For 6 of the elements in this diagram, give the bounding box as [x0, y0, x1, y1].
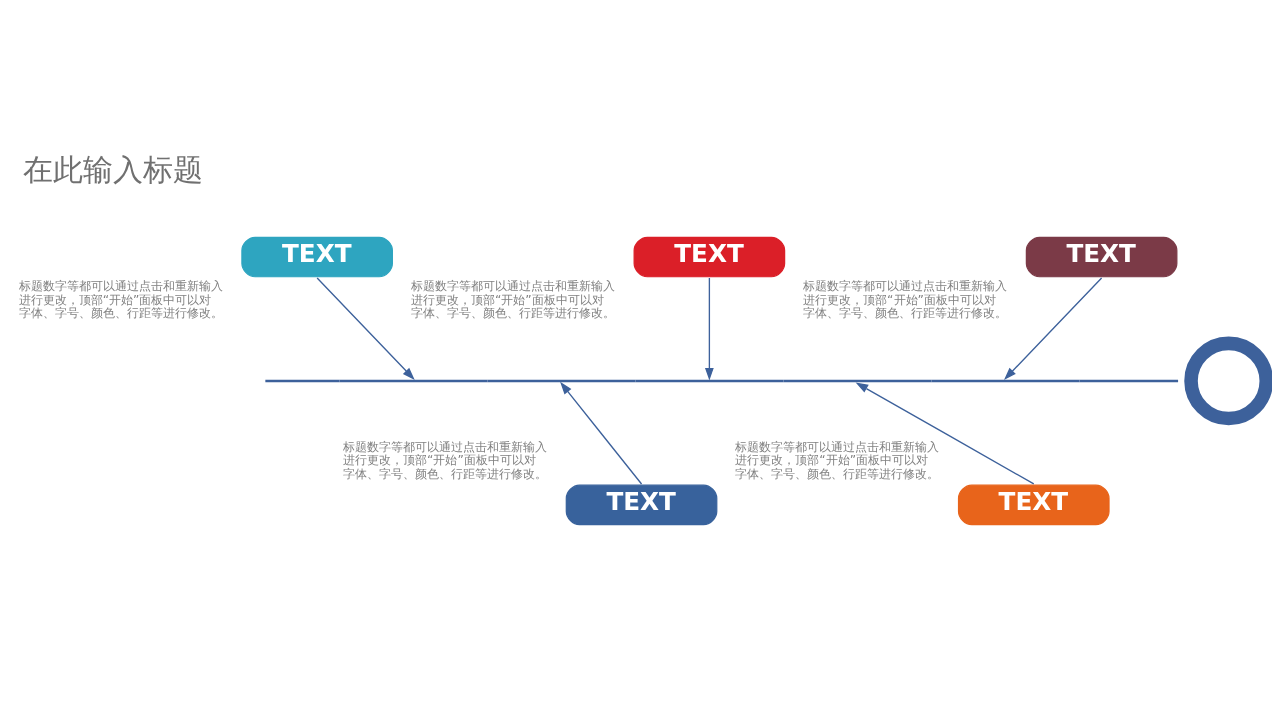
diagram-title: 在此输入标题 — [23, 152, 204, 187]
node-label: 标题数字等都可以通过点击和重新输入进行更改，顶部“开始”面板中可以对字体、字号、颜色、行距等进行修改。 — [343, 439, 548, 481]
node-label: 标题数字等都可以通过点击和重新输入进行更改，顶部“开始”面板中可以对字体、字号、颜色、行距等进行修改。 — [803, 279, 1008, 321]
node-label: 标题数字等都可以通过点击和重新输入进行更改，顶部“开始”面板中可以对字体、字号、颜色、行距等进行修改。 — [18, 279, 223, 321]
node-label: 标题数字等都可以通过点击和重新输入进行更改，顶部“开始”面板中可以对字体、字号、颜色、行距等进行修改。 — [735, 439, 940, 481]
node-label: 标题数字等都可以通过点击和重新输入进行更改，顶部“开始”面板中可以对字体、字号、颜色、行距等进行修改。 — [410, 279, 615, 321]
